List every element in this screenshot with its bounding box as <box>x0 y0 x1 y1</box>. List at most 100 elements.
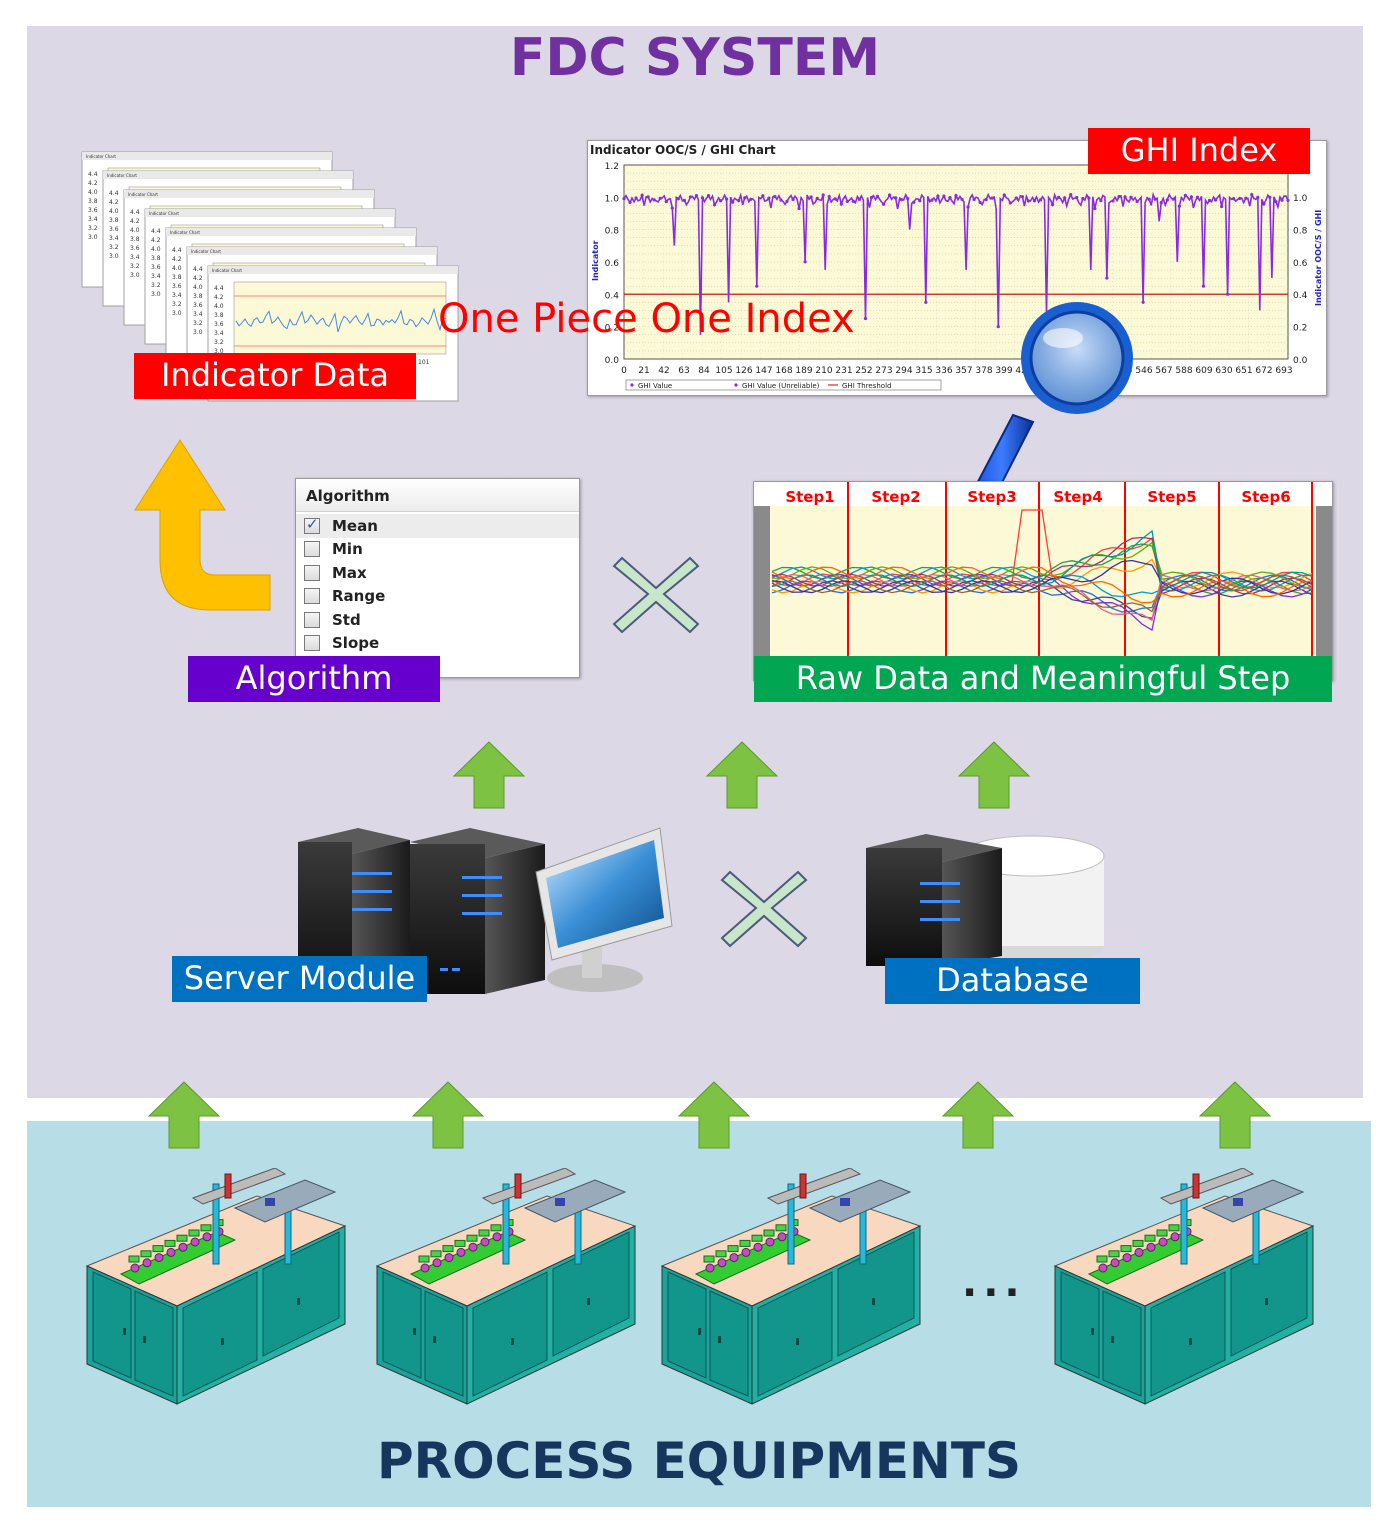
ghi-point <box>1177 204 1181 208</box>
algorithm-option-std[interactable]: Std <box>296 608 579 632</box>
ghi-point <box>622 197 626 201</box>
ghi-point <box>767 196 771 200</box>
ghi-index-label: GHI Index <box>1088 128 1310 174</box>
ghi-point <box>658 196 662 200</box>
step-label: Step3 <box>967 488 1016 506</box>
ghi-point <box>960 197 964 202</box>
indicator-tick-label: 3.2 <box>88 225 98 232</box>
indicator-tick-label: 3.6 <box>88 207 98 214</box>
ghi-right-tick: 0.6 <box>1293 259 1308 269</box>
ghi-legend-item: GHI Value <box>638 382 672 390</box>
indicator-x-end-label: 101 <box>418 359 430 366</box>
indicator-tick-label: 3.4 <box>193 311 203 318</box>
ghi-right-axis-label: Indicator OOC/S / GHI <box>1314 210 1323 306</box>
ghi-point <box>737 198 741 203</box>
ghi-point <box>761 194 765 198</box>
indicator-chart-title: Indicator Chart <box>149 211 179 216</box>
ghi-point <box>1274 200 1278 204</box>
ghi-point <box>912 200 916 204</box>
algorithm-option-max[interactable]: Max <box>296 561 579 585</box>
ghi-point <box>803 260 807 264</box>
indicator-tick-label: 4.2 <box>214 294 224 301</box>
ghi-x-tick: 189 <box>795 366 812 376</box>
indicator-tick-label: 4.4 <box>193 266 203 273</box>
algorithm-option-slope[interactable]: Slope <box>296 632 579 656</box>
indicator-chart-title: Indicator Chart <box>128 192 158 197</box>
ghi-left-tick: 0.2 <box>605 324 619 334</box>
database-illustration <box>866 834 1105 966</box>
ghi-point <box>1280 198 1284 202</box>
raw-data-trace <box>771 574 1313 613</box>
ghi-point <box>845 199 849 203</box>
ghi-point <box>731 200 735 204</box>
up-arrow-icon <box>411 1081 485 1149</box>
indicator-tick-label: 4.0 <box>130 227 140 234</box>
algorithm-option-label: Min <box>332 540 363 559</box>
indicator-chart-title: Indicator Chart <box>107 173 137 178</box>
ghi-left-axis-label: Indicator <box>591 240 600 281</box>
ghi-x-tick: 0 <box>621 366 627 376</box>
raw-data-trace <box>771 566 1313 598</box>
ghi-point <box>875 194 880 198</box>
checkbox-icon[interactable] <box>304 541 320 558</box>
up-arrow-icon <box>705 741 779 809</box>
checkbox-icon[interactable] <box>304 588 320 605</box>
ghi-point <box>712 203 717 207</box>
indicator-tick-label: 3.2 <box>193 320 203 327</box>
ghi-point <box>900 198 904 202</box>
indicator-tick-label: 4.0 <box>151 246 161 253</box>
ghi-point <box>1069 193 1073 197</box>
ghi-point <box>725 197 729 201</box>
ghi-point <box>1226 292 1230 296</box>
ghi-x-tick: 399 <box>995 366 1012 376</box>
ghi-x-tick: 546 <box>1135 366 1152 376</box>
indicator-tick-label: 3.8 <box>130 236 140 243</box>
ghi-point <box>1008 201 1012 205</box>
checkbox-icon[interactable] <box>304 635 320 652</box>
ghi-point <box>1238 196 1242 201</box>
ghi-x-tick: 84 <box>698 366 710 376</box>
process-equipment-machine <box>375 1168 637 1405</box>
ghi-point <box>755 284 759 288</box>
ghi-point <box>1099 199 1103 203</box>
ghi-point <box>640 193 644 197</box>
checkbox-icon[interactable] <box>304 515 320 534</box>
u-turn-arrow-icon <box>134 439 271 611</box>
ghi-left-tick: 1.0 <box>605 194 620 204</box>
ghi-point <box>978 200 982 205</box>
indicator-chart-title: Indicator Chart <box>86 154 116 159</box>
algorithm-option-label: Mean <box>332 516 378 535</box>
indicator-tick-label: 3.4 <box>214 330 224 337</box>
ghi-point <box>646 195 650 199</box>
ghi-x-tick: 315 <box>915 366 932 376</box>
ghi-point <box>664 199 668 204</box>
algorithm-option-mean[interactable]: Mean <box>296 514 579 538</box>
indicator-tick-label: 4.0 <box>193 284 203 291</box>
checkbox-icon[interactable] <box>304 564 320 581</box>
indicator-tick-label: 3.8 <box>109 217 119 224</box>
ghi-point <box>1087 196 1091 200</box>
ghi-point <box>797 206 801 211</box>
indicator-tick-label: 3.2 <box>151 282 161 289</box>
ghi-point <box>972 197 976 202</box>
ghi-point <box>942 194 946 198</box>
process-equipments-title: PROCESS EQUIPMENTS <box>376 1432 1022 1490</box>
indicator-tick-label: 3.0 <box>88 234 98 241</box>
process-equipment-machine <box>85 1168 347 1405</box>
ghi-point <box>700 196 705 200</box>
indicator-chart-stack: Indicator Chart 4.4 4.2 4.0 3.8 3.6 3.4 3.2 3.0 I… <box>81 151 459 402</box>
indicator-tick-label: 3.6 <box>109 226 119 233</box>
indicator-tick-label: 3.0 <box>172 310 182 317</box>
indicator-tick-label: 3.8 <box>151 255 161 262</box>
checkbox-icon[interactable] <box>304 611 320 628</box>
indicator-tick-label: 3.8 <box>214 312 224 319</box>
ghi-point <box>694 193 699 198</box>
step-label: Step5 <box>1147 488 1196 506</box>
algorithm-option-min[interactable]: Min <box>296 538 579 562</box>
ghi-point <box>936 194 940 198</box>
ghi-point <box>894 196 898 200</box>
ghi-legend-item: GHI Threshold <box>842 382 891 390</box>
algorithm-option-range[interactable]: Range <box>296 585 579 609</box>
ghi-x-tick: 630 <box>1215 366 1232 376</box>
